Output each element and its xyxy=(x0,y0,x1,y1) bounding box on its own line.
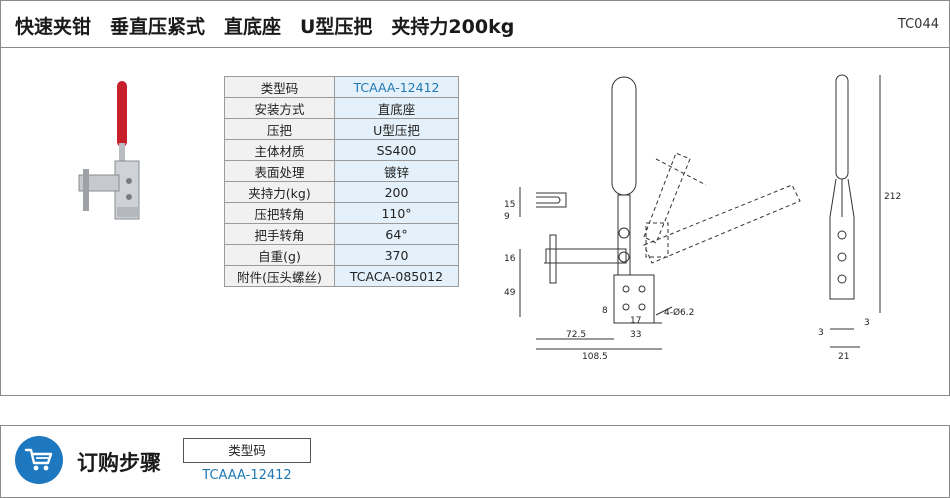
spec-value: TCACA-085012 xyxy=(334,265,459,287)
spec-row: 自重(g)370 xyxy=(224,244,459,266)
spec-label: 把手转角 xyxy=(224,223,335,245)
spec-value: 370 xyxy=(334,244,459,266)
spec-label: 类型码 xyxy=(224,76,335,98)
dim-49: 49 xyxy=(504,288,516,298)
handle-bar xyxy=(119,143,125,165)
order-type-code-value[interactable]: TCAAA-12412 xyxy=(202,468,292,483)
spec-value: U型压把 xyxy=(334,118,459,140)
order-type-code-label: 类型码 xyxy=(183,438,311,463)
spindle xyxy=(83,169,89,211)
spec-value: 110° xyxy=(334,202,459,224)
dim-16: 16 xyxy=(504,254,516,264)
order-panel: 订购步骤 类型码 TCAAA-12412 xyxy=(0,425,950,498)
spec-row: 夹持力(kg)200 xyxy=(224,181,459,203)
product-code: TC044 xyxy=(897,17,939,32)
dim-17: 17 xyxy=(630,316,641,326)
dim-21: 21 xyxy=(838,352,849,362)
base-plate xyxy=(117,207,139,217)
dim-15: 15 xyxy=(504,200,515,210)
spec-row: 安装方式直底座 xyxy=(224,97,459,119)
spec-label: 安装方式 xyxy=(224,97,335,119)
shopping-cart-icon xyxy=(24,448,53,471)
dim-33: 33 xyxy=(630,330,641,340)
order-title: 订购步骤 xyxy=(77,451,161,475)
cart-badge xyxy=(15,436,63,484)
dim-212: 212 xyxy=(884,192,901,202)
spec-label: 主体材质 xyxy=(224,139,335,161)
spec-value: 直底座 xyxy=(334,97,459,119)
spec-label: 附件(压头螺丝) xyxy=(224,265,335,287)
page-title: 快速夹钳 垂直压紧式 直底座 U型压把 夹持力200kg xyxy=(15,16,515,38)
spec-value: 200 xyxy=(334,181,459,203)
dim-8: 8 xyxy=(602,306,608,316)
spec-row: 表面处理镀锌 xyxy=(224,160,459,182)
spec-label: 夹持力(kg) xyxy=(224,181,335,203)
dim-72-5: 72.5 xyxy=(566,330,586,340)
spec-value[interactable]: TCAAA-12412 xyxy=(334,76,459,98)
title-bar: 快速夹钳 垂直压紧式 直底座 U型压把 夹持力200kg TC044 xyxy=(1,1,949,48)
dim-3b: 3 xyxy=(864,318,870,328)
spec-label: 压把转角 xyxy=(224,202,335,224)
dim-hole: 4-Ø6.2 xyxy=(664,307,694,318)
dim-108-5: 108.5 xyxy=(582,352,608,362)
spec-label: 表面处理 xyxy=(224,160,335,182)
technical-drawing: 15 9 16 49 8 17 33 72.5 108.5 4-Ø6.2 212… xyxy=(504,74,901,362)
spec-value: 64° xyxy=(334,223,459,245)
product-photo xyxy=(78,81,140,220)
dim-3a: 3 xyxy=(818,328,824,338)
spec-label: 压把 xyxy=(224,118,335,140)
spec-value: 镀锌 xyxy=(334,160,459,182)
spec-row: 附件(压头螺丝)TCACA-085012 xyxy=(224,265,459,287)
handle-grip xyxy=(117,81,127,147)
spec-value: SS400 xyxy=(334,139,459,161)
spec-label: 自重(g) xyxy=(224,244,335,266)
dim-9: 9 xyxy=(504,212,510,222)
